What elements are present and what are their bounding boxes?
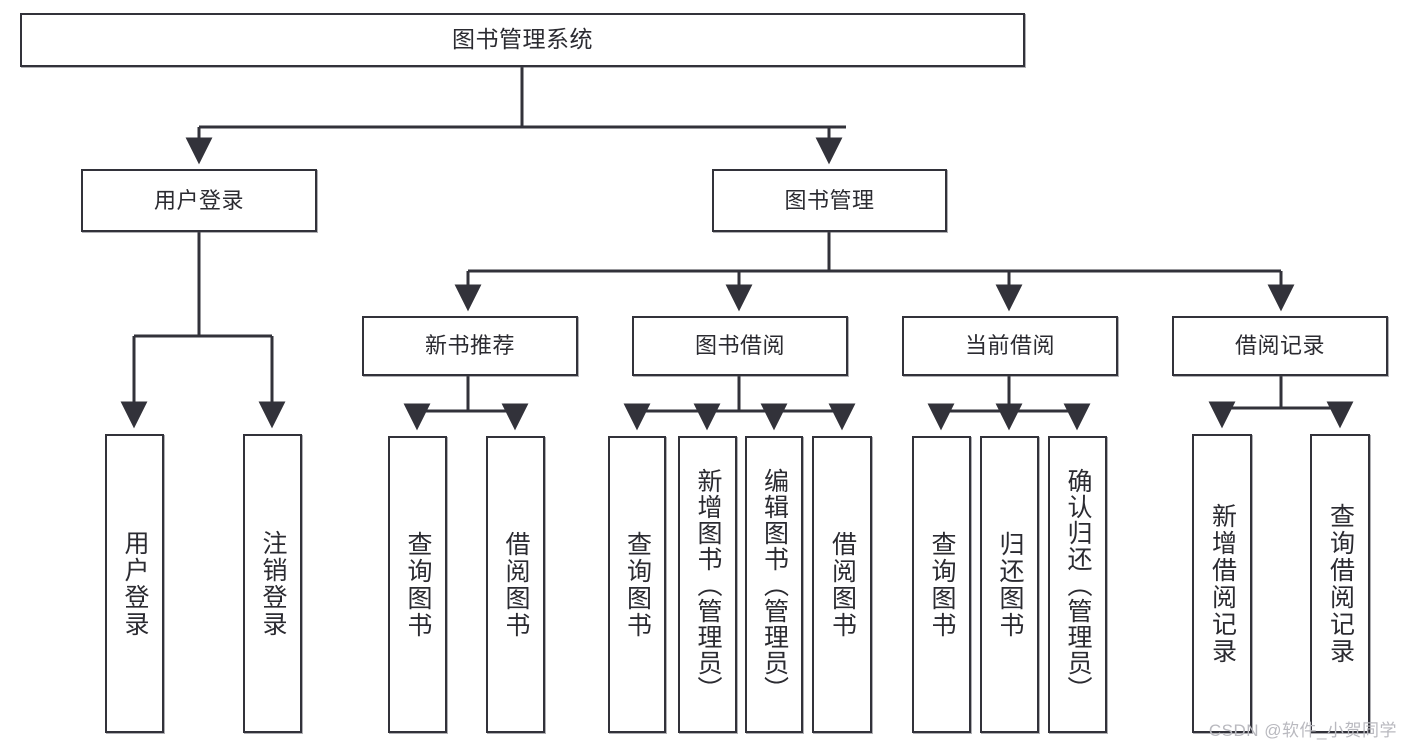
node-cb-query-book-label: 查询图书: [928, 530, 956, 639]
node-bb-borrow-book[interactable]: 借阅图书: [812, 436, 872, 733]
node-user-login[interactable]: 用户登录: [81, 169, 317, 232]
node-user-login-leaf[interactable]: 用户登录: [105, 434, 164, 733]
node-rec-query-book[interactable]: 查询图书: [388, 436, 447, 733]
node-book-management[interactable]: 图书管理: [712, 169, 947, 232]
node-borrow-record[interactable]: 借阅记录: [1172, 316, 1388, 376]
node-bb-query-book[interactable]: 查询图书: [608, 436, 666, 733]
node-br-query-record-label: 查询借阅记录: [1326, 502, 1355, 665]
node-current-borrow-label: 当前借阅: [964, 333, 1055, 359]
node-current-borrow[interactable]: 当前借阅: [902, 316, 1118, 376]
node-user-login-leaf-label: 用户登录: [121, 529, 149, 638]
node-bb-query-book-label: 查询图书: [623, 530, 652, 639]
node-rec-query-book-label: 查询图书: [404, 530, 432, 639]
node-root[interactable]: 图书管理系统: [20, 13, 1025, 67]
node-user-logout-leaf-label: 注销登录: [259, 529, 287, 638]
node-root-label: 图书管理系统: [452, 26, 593, 53]
node-br-query-record[interactable]: 查询借阅记录: [1310, 434, 1370, 733]
node-rec-borrow-book[interactable]: 借阅图书: [486, 436, 545, 733]
node-cb-return-book[interactable]: 归还图书: [980, 436, 1039, 733]
node-new-book-recommend-label: 新书推荐: [424, 333, 515, 359]
node-cb-confirm-return[interactable]: 确认归还（管理员）: [1048, 436, 1107, 733]
node-user-logout-leaf[interactable]: 注销登录: [243, 434, 302, 733]
node-user-login-label: 用户登录: [153, 187, 244, 213]
node-br-add-record[interactable]: 新增借阅记录: [1192, 434, 1252, 733]
node-book-borrow-label: 图书借阅: [694, 333, 785, 359]
node-book-borrow[interactable]: 图书借阅: [632, 316, 848, 376]
node-cb-return-book-label: 归还图书: [996, 530, 1024, 639]
node-rec-borrow-book-label: 借阅图书: [502, 530, 530, 639]
node-book-management-label: 图书管理: [784, 187, 875, 213]
node-new-book-recommend[interactable]: 新书推荐: [362, 316, 578, 376]
node-bb-add-book-label: 新增图书（管理员）: [694, 467, 722, 702]
node-bb-edit-book[interactable]: 编辑图书（管理员）: [745, 436, 803, 733]
node-cb-query-book[interactable]: 查询图书: [912, 436, 971, 733]
node-br-add-record-label: 新增借阅记录: [1208, 502, 1237, 665]
csdn-watermark: CSDN @软件_小贺同学: [1208, 721, 1397, 740]
node-borrow-record-label: 借阅记录: [1234, 333, 1325, 359]
node-bb-add-book[interactable]: 新增图书（管理员）: [678, 436, 737, 733]
node-bb-borrow-book-label: 借阅图书: [828, 530, 857, 639]
node-cb-confirm-return-label: 确认归还（管理员）: [1064, 467, 1092, 702]
node-bb-edit-book-label: 编辑图书（管理员）: [760, 467, 789, 702]
